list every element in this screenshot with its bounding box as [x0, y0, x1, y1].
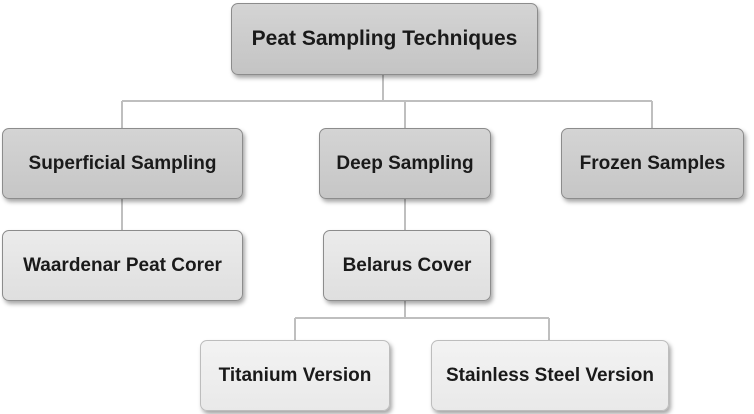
node-titanium-version: Titanium Version: [200, 340, 390, 411]
node-superficial-sampling: Superficial Sampling: [2, 128, 243, 199]
node-stainless-steel-version: Stainless Steel Version: [431, 340, 669, 411]
node-frozen-samples: Frozen Samples: [561, 128, 744, 199]
node-deep-sampling: Deep Sampling: [319, 128, 491, 199]
node-belarus-cover: Belarus Cover: [323, 230, 491, 301]
node-waardenar-peat-corer: Waardenar Peat Corer: [2, 230, 243, 301]
root-node-peat-sampling-techniques: Peat Sampling Techniques: [231, 3, 538, 75]
